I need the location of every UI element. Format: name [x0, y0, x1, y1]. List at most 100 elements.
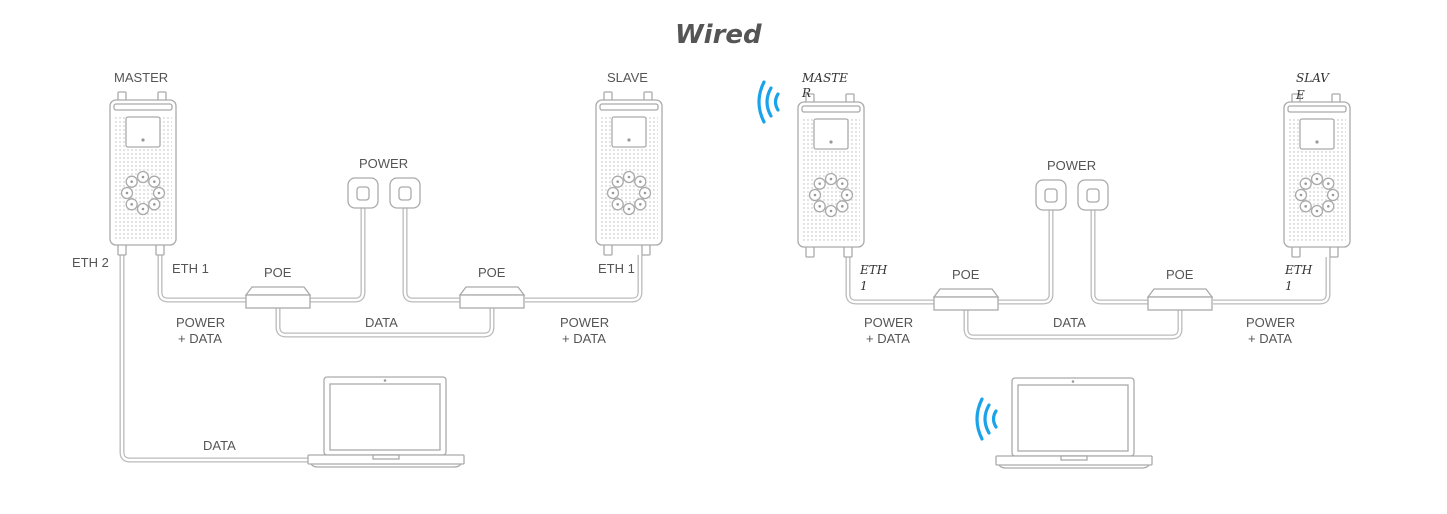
outlet-socket	[1044, 188, 1058, 203]
power-data-label: POWER	[176, 315, 225, 330]
slave-label: E	[1295, 88, 1305, 102]
top-bar	[113, 103, 173, 111]
eth1-label: ETH 1	[598, 261, 635, 276]
button-dot	[157, 191, 161, 195]
poe-top	[1146, 288, 1214, 298]
wifi-icon	[757, 80, 780, 124]
button-dot	[813, 193, 817, 197]
master-label: MASTE	[801, 71, 848, 85]
display-dot	[627, 138, 631, 142]
slave-label: SLAV	[1296, 71, 1330, 85]
left-diagram: MASTER SLAVE POWER POE POE ETH 2 ETH 1 E…	[72, 70, 663, 468]
diagram-title: Wired	[675, 20, 762, 50]
button-dot	[141, 207, 145, 211]
button-dot	[611, 191, 615, 195]
button-dot	[627, 207, 631, 211]
button-dot	[639, 180, 642, 183]
poe-top	[932, 288, 1000, 298]
power-data-label: POWER	[560, 315, 609, 330]
poe-label: POE	[264, 265, 292, 280]
poe-injector-icon	[932, 288, 1000, 311]
poe-body	[459, 294, 525, 309]
button-dot	[818, 182, 821, 185]
eth1-label: ETH 1	[172, 261, 209, 276]
display	[125, 116, 161, 148]
poe-label: POE	[478, 265, 506, 280]
power-outlet-icon	[1035, 179, 1067, 211]
data-label: DATA	[203, 438, 236, 453]
power-outlet-icon	[389, 177, 421, 209]
power-data-label: + DATA	[178, 331, 222, 346]
wifi-icon	[975, 397, 998, 441]
power-data-label: + DATA	[866, 331, 910, 346]
trackpad-notch	[1060, 455, 1088, 461]
display	[611, 116, 647, 148]
button-dot	[627, 175, 631, 179]
power-data-label: + DATA	[562, 331, 606, 346]
data-label: DATA	[1053, 315, 1086, 330]
power-outlet-icon	[1077, 179, 1109, 211]
power-data-label: POWER	[864, 315, 913, 330]
outlet-socket	[356, 186, 370, 201]
button-dot	[829, 177, 833, 181]
laptop-bottom	[998, 464, 1150, 469]
outlet-socket	[398, 186, 412, 201]
button-dot	[616, 203, 619, 206]
power-data-label: + DATA	[1248, 331, 1292, 346]
laptop-screen	[329, 383, 441, 451]
poe-top	[458, 286, 526, 296]
poe-top	[244, 286, 312, 296]
button-dot	[125, 191, 129, 195]
laptop-bottom	[310, 463, 462, 468]
eth2-label: ETH 2	[72, 255, 109, 270]
eth1-label: ETH	[859, 263, 888, 277]
master-label: MASTER	[114, 70, 168, 85]
button-dot	[1331, 193, 1335, 197]
cables	[119, 200, 643, 463]
button-dot	[141, 175, 145, 179]
button-dot	[1304, 205, 1307, 208]
eth1-label: 1	[860, 279, 868, 293]
right-diagram: MASTE R SLAV E POWER POE POE ETH 1 ETH 1…	[757, 71, 1351, 469]
display-dot	[141, 138, 145, 142]
button-dot	[1327, 182, 1330, 185]
power-outlet-icon	[347, 177, 379, 209]
slave-device-icon	[1283, 93, 1351, 258]
button-dot	[1315, 177, 1319, 181]
button-dot	[1299, 193, 1303, 197]
trackpad-notch	[372, 454, 400, 460]
poe-injector-icon	[458, 286, 526, 309]
poe-label: POE	[952, 267, 980, 282]
master-device-icon	[109, 91, 177, 256]
button-dot	[130, 180, 133, 183]
button-dot	[153, 203, 156, 206]
button-dot	[1327, 205, 1330, 208]
button-dot	[1315, 209, 1319, 213]
webcam	[383, 379, 387, 382]
laptop-screen	[1017, 384, 1129, 452]
poe-injector-icon	[244, 286, 312, 309]
eth1-label: 1	[1285, 279, 1293, 293]
button-dot	[845, 193, 849, 197]
button-dot	[153, 180, 156, 183]
outlet-socket	[1086, 188, 1100, 203]
button-dot	[130, 203, 133, 206]
poe-body	[933, 296, 999, 311]
top-bar	[599, 103, 659, 111]
top-bar	[801, 105, 861, 113]
eth1-label: ETH	[1284, 263, 1313, 277]
button-dot	[1304, 182, 1307, 185]
button-dot	[841, 182, 844, 185]
power-label: POWER	[359, 156, 408, 171]
data-label: DATA	[365, 315, 398, 330]
button-dot	[616, 180, 619, 183]
laptop-icon	[307, 376, 465, 468]
slave-label: SLAVE	[607, 70, 648, 85]
button-dot	[643, 191, 647, 195]
button-dot	[829, 209, 833, 213]
button-dot	[818, 205, 821, 208]
button-dot	[841, 205, 844, 208]
display-dot	[829, 140, 833, 144]
master-device-icon	[797, 93, 865, 258]
